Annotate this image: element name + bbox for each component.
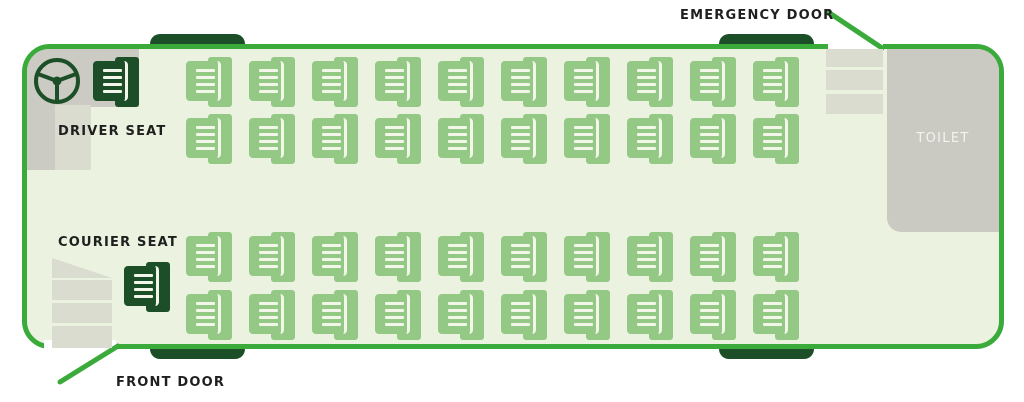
passenger-seat-icon[interactable] [375,57,421,107]
passenger-seat-icon[interactable] [564,57,610,107]
passenger-seat-icon[interactable] [501,290,547,340]
toilet-label: TOILET [916,131,970,146]
front-door-label: FRONT DOOR [116,375,226,390]
passenger-seat-icon[interactable] [438,114,484,164]
passenger-seat-icon[interactable] [627,57,673,107]
driver-seat-label: DRIVER SEAT [58,124,167,139]
passenger-seat-icon[interactable] [438,57,484,107]
steering-wheel-icon [34,58,80,104]
passenger-seat-icon[interactable] [753,114,799,164]
emergency-step-2 [826,70,883,90]
passenger-seat-icon[interactable] [186,290,232,340]
passenger-seat-icon[interactable] [375,290,421,340]
passenger-seat-icon[interactable] [501,57,547,107]
courier-seat-label: COURIER SEAT [58,235,178,250]
passenger-seat-icon[interactable] [438,290,484,340]
passenger-seat-icon[interactable] [627,290,673,340]
passenger-seat-icon[interactable] [438,232,484,282]
passenger-seat-icon[interactable] [753,57,799,107]
passenger-seat-icon[interactable] [690,232,736,282]
passenger-seat-icon[interactable] [375,232,421,282]
passenger-seat-icon[interactable] [501,232,547,282]
passenger-seat-icon[interactable] [312,114,358,164]
passenger-seat-icon[interactable] [501,114,547,164]
driver-seat-icon[interactable] [93,57,139,107]
passenger-seat-icon[interactable] [312,57,358,107]
passenger-seat-icon[interactable] [375,114,421,164]
emergency-step-3 [826,94,883,114]
passenger-seat-icon[interactable] [564,290,610,340]
toilet[interactable] [887,49,999,232]
passenger-seat-icon[interactable] [249,290,295,340]
front-door-steps [52,258,112,348]
passenger-seat-icon[interactable] [312,232,358,282]
passenger-seat-icon[interactable] [753,232,799,282]
passenger-seat-icon[interactable] [312,290,358,340]
driver-area-floor-lower [27,105,55,170]
passenger-seat-icon[interactable] [186,114,232,164]
passenger-seat-icon[interactable] [690,290,736,340]
passenger-seat-icon[interactable] [186,57,232,107]
driver-area-floor-lower-light [55,105,91,170]
passenger-seat-icon[interactable] [690,114,736,164]
passenger-seat-icon[interactable] [627,114,673,164]
courier-seat-icon[interactable] [124,262,170,312]
emergency-door-gap [828,42,883,51]
passenger-seat-icon[interactable] [564,232,610,282]
passenger-seat-icon[interactable] [690,57,736,107]
passenger-seat-icon[interactable] [753,290,799,340]
passenger-seat-icon[interactable] [186,232,232,282]
emergency-step-1 [826,49,883,67]
passenger-seat-icon[interactable] [627,232,673,282]
passenger-seat-icon[interactable] [249,114,295,164]
emergency-door-line [825,9,885,51]
front-door-line [57,343,121,385]
passenger-seat-icon[interactable] [249,57,295,107]
passenger-seat-icon[interactable] [564,114,610,164]
passenger-seat-icon[interactable] [249,232,295,282]
emergency-door-label: EMERGENCY DOOR [680,8,835,23]
